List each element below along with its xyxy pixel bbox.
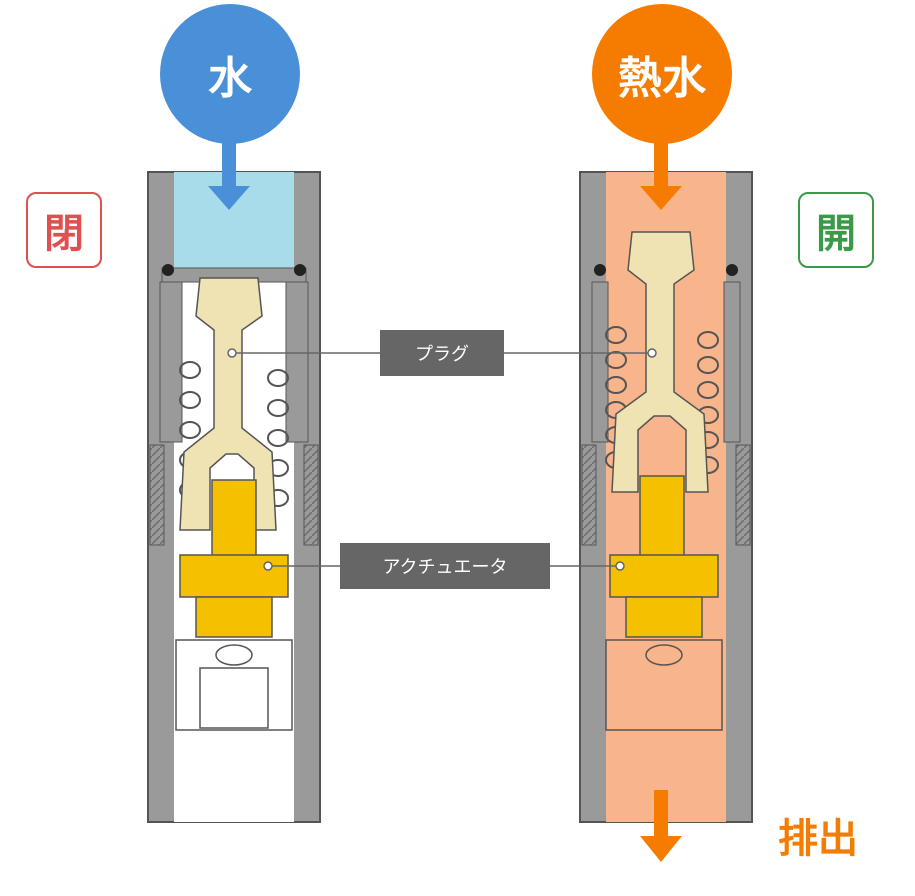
closed-badge: 閉 xyxy=(26,192,102,268)
right-plug xyxy=(611,231,709,493)
left-plug xyxy=(179,277,277,531)
drain-arrow xyxy=(640,790,682,862)
left-valve xyxy=(147,171,321,823)
left-inlet-arrow xyxy=(208,140,250,210)
right-inlet-arrow xyxy=(640,140,682,210)
right-valve xyxy=(579,171,753,823)
right-inlet-label: 熱水 xyxy=(592,4,732,144)
actuator-label: アクチュエータ xyxy=(340,543,550,589)
drain-label: 排出 xyxy=(778,816,858,862)
right-actuator xyxy=(639,475,685,561)
plug-label: プラグ xyxy=(380,330,504,376)
plug-callout-lines xyxy=(227,348,657,358)
left-inlet-label: 水 xyxy=(160,4,300,144)
open-badge: 開 xyxy=(798,192,874,268)
actuator-callout-lines xyxy=(263,561,625,571)
left-actuator xyxy=(211,479,257,561)
